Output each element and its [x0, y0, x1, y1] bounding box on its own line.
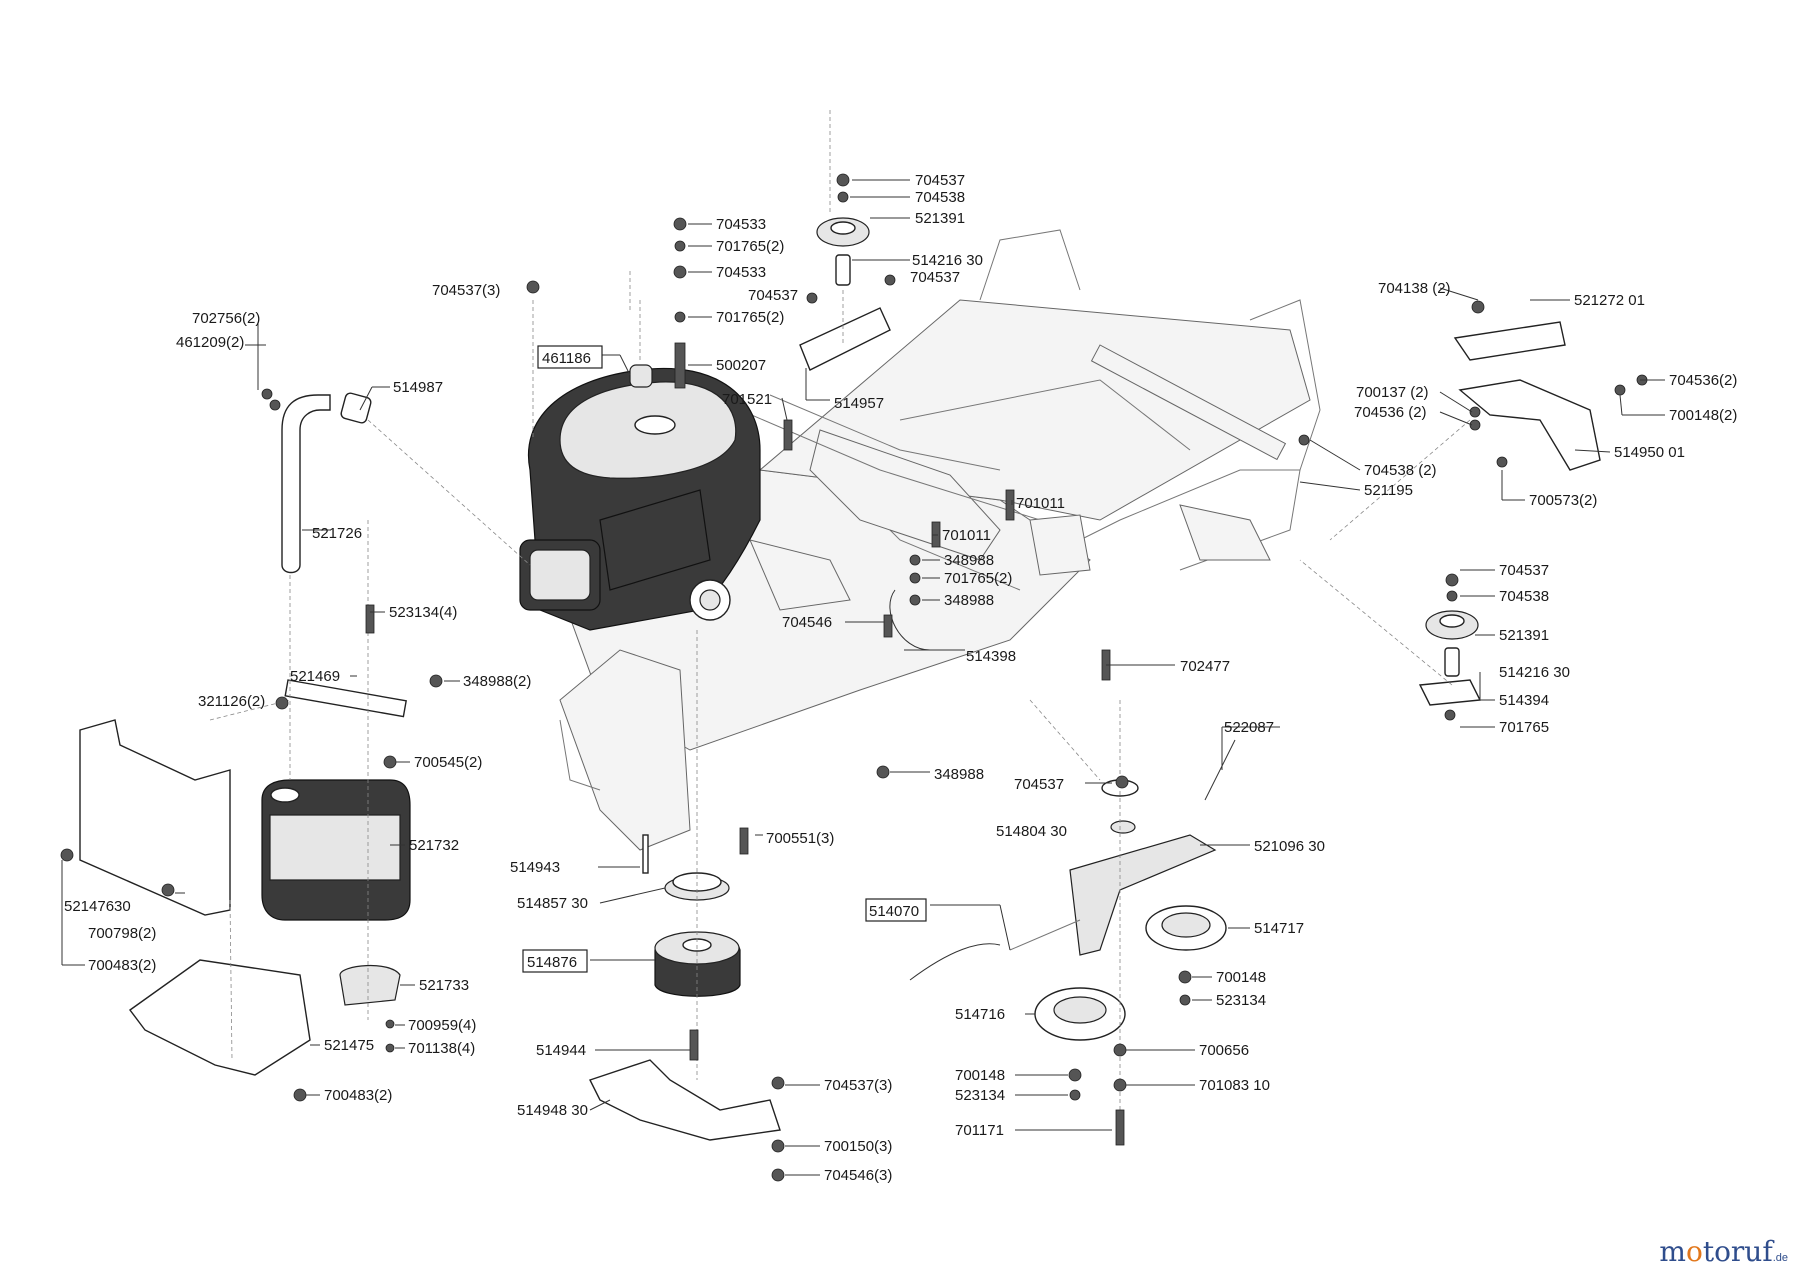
part-label: 500207: [716, 357, 766, 374]
part-label: 523134(4): [389, 604, 457, 621]
part-label: 700545(2): [414, 754, 482, 771]
part-label: 521726: [312, 525, 362, 542]
upper-brackets: [799, 217, 1601, 706]
part-label: 514717: [1254, 920, 1304, 937]
part-label: 700551(3): [766, 830, 834, 847]
part-label: 700148(2): [1669, 407, 1737, 424]
part-labels: 704537 704538 521391 704533 701765(2) 70…: [64, 172, 1737, 1184]
part-label: 514987: [393, 379, 443, 396]
part-label: 523134: [1216, 992, 1266, 1009]
part-label: 514943: [510, 859, 560, 876]
part-label: 704536(2): [1669, 372, 1737, 389]
part-label: 514950 01: [1614, 444, 1685, 461]
part-label: 521469: [290, 668, 340, 685]
part-label: 702756(2): [192, 310, 260, 327]
part-label: 521096 30: [1254, 838, 1325, 855]
part-label: 700573(2): [1529, 492, 1597, 509]
part-label: 704537(3): [824, 1077, 892, 1094]
part-label: 514216 30: [1499, 664, 1570, 681]
part-label: 701765: [1499, 719, 1549, 736]
clutch-assembly: [589, 834, 781, 1141]
label-box: [522, 949, 588, 973]
motoruf-logo: motoruf.de: [1659, 1235, 1788, 1268]
part-label: 704533: [716, 216, 766, 233]
part-label: 704546(3): [824, 1167, 892, 1184]
part-label: 52147630: [64, 898, 131, 915]
part-label: 700148: [1216, 969, 1266, 986]
part-label: 514857 30: [517, 895, 588, 912]
part-label: 521732: [409, 837, 459, 854]
fasteners: [60, 173, 1648, 1182]
part-label: 701765(2): [944, 570, 1012, 587]
part-label: 521195: [1364, 482, 1413, 499]
part-label: 704538: [1499, 588, 1549, 605]
part-label: 522087: [1224, 719, 1274, 736]
part-label: 514716: [955, 1006, 1005, 1023]
part-label: 701765(2): [716, 238, 784, 255]
part-label: 521272 01: [1574, 292, 1645, 309]
leader-lines: [61, 179, 1665, 1176]
boxed-part-label: 514070: [869, 903, 919, 920]
part-label: 514394: [1499, 692, 1549, 709]
part-label: 704537: [1014, 776, 1064, 793]
part-label: 701138(4): [408, 1040, 475, 1057]
part-label: 700150(3): [824, 1138, 892, 1155]
part-label: 521391: [915, 210, 965, 227]
part-label: 702477: [1180, 658, 1230, 675]
part-label: 700959(4): [408, 1017, 476, 1034]
part-label: 348988(2): [463, 673, 531, 690]
boxed-part-labels: 461186 514070 514876: [522, 345, 927, 973]
part-label: 701011: [1016, 495, 1065, 512]
part-label: 348988: [944, 592, 994, 609]
part-label: 348988: [934, 766, 984, 783]
part-label: 514216 30: [912, 252, 983, 269]
part-label: 700483(2): [88, 957, 156, 974]
part-label: 704537: [1499, 562, 1549, 579]
part-label: 701083 10: [1199, 1077, 1270, 1094]
chassis-frame: [559, 229, 1321, 851]
part-label: 700137 (2): [1356, 384, 1429, 401]
part-label: 700148: [955, 1067, 1005, 1084]
part-label: 704537: [910, 269, 960, 286]
logo-tld: .de: [1772, 1252, 1788, 1264]
boxed-part-label: 461186: [542, 350, 591, 367]
part-label: 521475: [324, 1037, 374, 1054]
part-label: 514948 30: [517, 1102, 588, 1119]
part-label: 514957: [834, 395, 884, 412]
logo-brand: motoruf: [1659, 1235, 1773, 1268]
part-label: 704538: [915, 189, 965, 206]
part-label: 701171: [955, 1122, 1004, 1139]
boxed-part-label: 514876: [527, 954, 577, 971]
part-label: 701521: [722, 391, 772, 408]
part-label: 704537: [915, 172, 965, 189]
part-label: 700483(2): [324, 1087, 392, 1104]
part-label: 704538 (2): [1364, 462, 1437, 479]
label-box: [865, 898, 927, 922]
part-label: 700656: [1199, 1042, 1249, 1059]
engine: [519, 364, 761, 631]
part-label: 700798(2): [88, 925, 156, 942]
idler-arm-assembly: [909, 739, 1236, 1041]
part-label: 521733: [419, 977, 469, 994]
exhaust-assembly: [79, 392, 411, 1076]
part-label: 514944: [536, 1042, 586, 1059]
part-label: 704536 (2): [1354, 404, 1427, 421]
part-label: 523134: [955, 1087, 1005, 1104]
part-label: 701765(2): [716, 309, 784, 326]
part-label: 704546: [782, 614, 832, 631]
part-label: 321126(2): [198, 693, 265, 710]
part-label: 514398: [966, 648, 1016, 665]
label-box: [537, 345, 603, 369]
part-label: 704533: [716, 264, 766, 281]
part-label: 461209(2): [176, 334, 244, 351]
part-label: 704138 (2): [1378, 280, 1451, 297]
part-label: 701011: [942, 527, 991, 544]
assembly-lines: [209, 110, 1471, 1130]
part-label: 521391: [1499, 627, 1549, 644]
part-label: 514804 30: [996, 823, 1067, 840]
part-label: 348988: [944, 552, 994, 569]
part-label: 704537(3): [432, 282, 500, 299]
part-label: 704537: [748, 287, 798, 304]
